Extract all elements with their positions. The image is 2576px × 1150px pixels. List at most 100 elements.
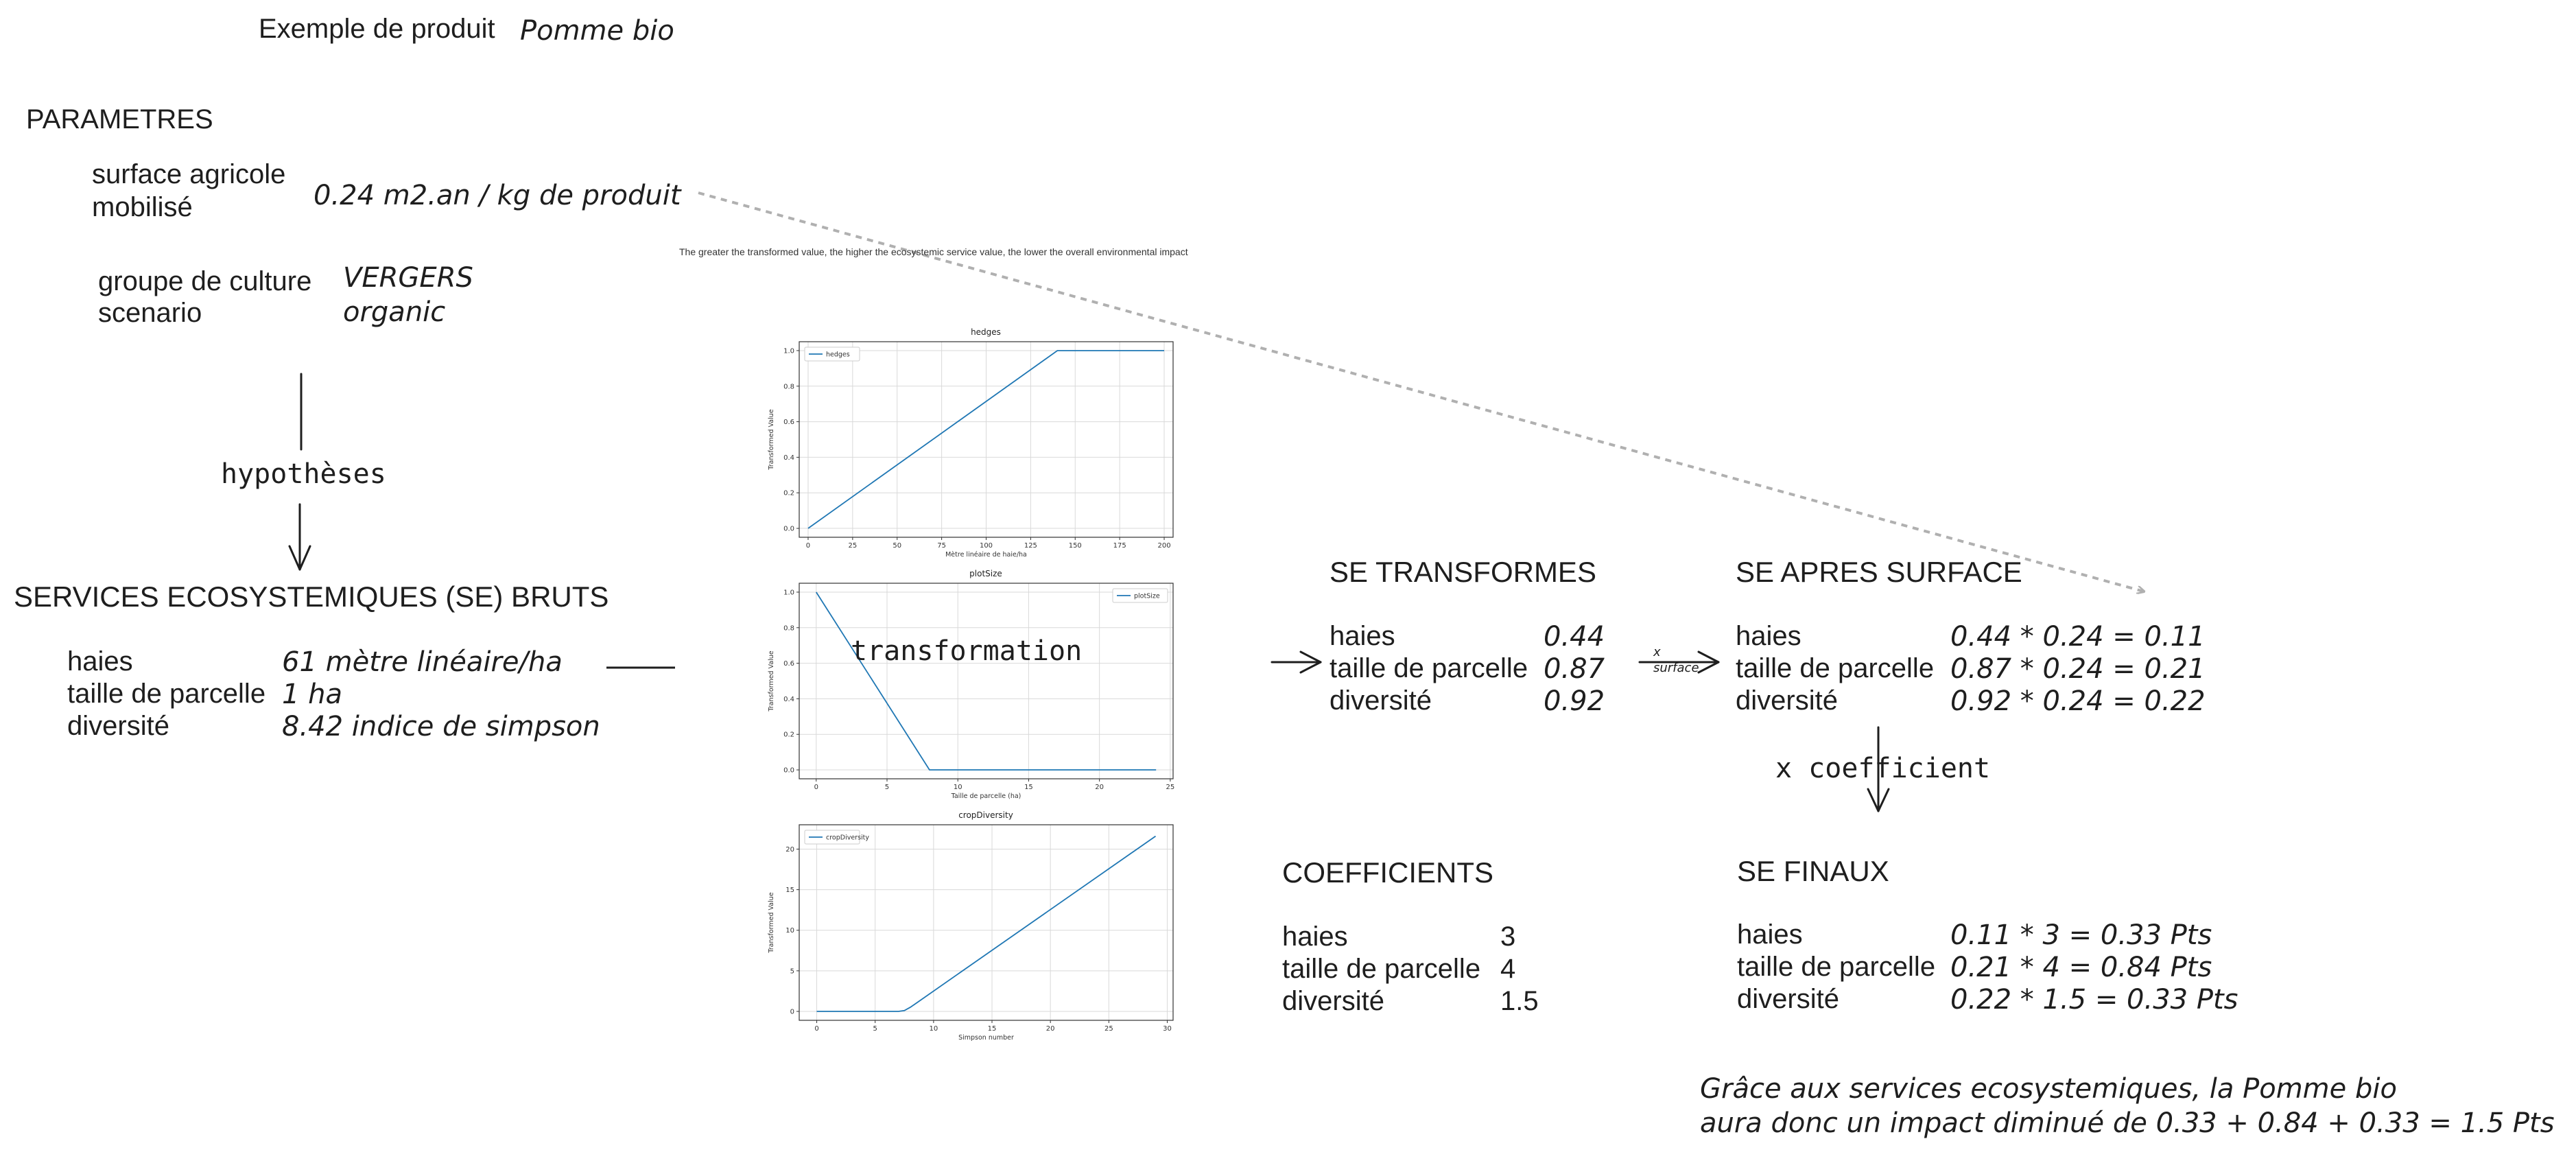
to-transformes-arrow <box>1271 650 1322 674</box>
coefficients-value: 4 <box>1500 954 1516 984</box>
se-finaux-row-haies: haies 0.11 * 3 = 0.33 Pts <box>1737 919 2238 952</box>
parametres-title: PARAMETRES <box>26 104 213 134</box>
x-tick-label: 5 <box>873 1025 877 1033</box>
se-apres-row-diversite: diversité 0.92 * 0.24 = 0.22 <box>1736 685 2206 718</box>
y-tick-label: 0.2 <box>783 490 794 497</box>
y-tick-label: 0.0 <box>783 767 794 775</box>
y-tick-label: 5 <box>790 967 794 975</box>
scenario-value: organic <box>343 296 446 328</box>
product-example-value: Pomme bio <box>520 15 674 47</box>
se-finaux-label: diversité <box>1737 984 1839 1014</box>
x-axis-label: Mètre linéaire de haie/ha <box>945 551 1027 559</box>
se-transformes-label: diversité <box>1330 685 1432 716</box>
x-tick-label: 200 <box>1157 542 1170 550</box>
x-tick-label: 20 <box>1095 784 1104 791</box>
se-apres-label: haies <box>1736 621 1801 651</box>
x-axis-label: Simpson number <box>958 1034 1014 1042</box>
groupe-culture-value: VERGERS <box>343 262 473 294</box>
y-tick-label: 20 <box>785 846 794 854</box>
surface-value: 0.24 m2.an / kg de produit <box>314 180 681 211</box>
se-bruts-label: taille de parcelle <box>67 679 266 709</box>
se-apres-row-taille: taille de parcelle 0.87 * 0.24 = 0.21 <box>1736 653 2206 685</box>
x-tick-label: 125 <box>1024 542 1037 550</box>
y-tick-label: 0 <box>790 1008 794 1016</box>
se-finaux-row-taille: taille de parcelle 0.21 * 4 = 0.84 Pts <box>1737 952 2238 984</box>
surface-dashed-arrow <box>698 191 2144 591</box>
x-surface-arrow <box>1638 650 1720 674</box>
scenario-label: scenario <box>98 298 202 328</box>
x-tick-label: 10 <box>954 784 962 791</box>
legend-box <box>804 347 860 362</box>
x-tick-label: 50 <box>893 542 901 550</box>
se-transformes-value: 0.44 <box>1544 621 1605 653</box>
se-apres-row-haies: haies 0.44 * 0.24 = 0.11 <box>1736 621 2206 653</box>
se-transformes-table: haies 0.44 taille de parcelle 0.87 diver… <box>1330 621 1605 718</box>
x-tick-label: 10 <box>929 1025 938 1033</box>
se-bruts-label: haies <box>67 646 133 677</box>
coefficients-table: haies 3 taille de parcelle 4 diversité 1… <box>1282 922 1539 1018</box>
x-tick-label: 25 <box>848 542 857 550</box>
x-tick-label: 175 <box>1113 542 1126 550</box>
coefficients-label: taille de parcelle <box>1282 954 1481 984</box>
coefficients-row-taille: taille de parcelle 4 <box>1282 954 1539 986</box>
y-tick-label: 10 <box>785 927 794 935</box>
coefficients-label: haies <box>1282 922 1348 952</box>
se-transformes-row-diversite: diversité 0.92 <box>1330 685 1605 718</box>
se-finaux-label: taille de parcelle <box>1737 952 1936 982</box>
x-tick-label: 150 <box>1069 542 1082 550</box>
se-apres-value: 0.87 * 0.24 = 0.21 <box>1950 653 2206 685</box>
y-tick-label: 15 <box>785 887 794 894</box>
coefficients-row-diversite: diversité 1.5 <box>1282 986 1539 1018</box>
se-transformes-label: taille de parcelle <box>1330 653 1528 683</box>
se-finaux-value: 0.11 * 3 = 0.33 Pts <box>1950 919 2212 951</box>
se-finaux-value: 0.22 * 1.5 = 0.33 Pts <box>1950 984 2238 1016</box>
y-axis-label: Transformed Value <box>768 409 775 470</box>
legend-label: plotSize <box>1134 593 1160 600</box>
chart-title: cropDiversity <box>958 810 1013 820</box>
se-bruts-value: 1 ha <box>282 679 343 710</box>
hypotheses-label: hypothèses <box>221 458 386 490</box>
se-apres-value: 0.92 * 0.24 = 0.22 <box>1950 685 2206 717</box>
y-tick-label: 0.2 <box>783 731 794 739</box>
se-transformes-title: SE TRANSFORMES <box>1330 556 1596 588</box>
x-tick-label: 0 <box>806 542 810 550</box>
se-apres-label: diversité <box>1736 685 1838 716</box>
x-tick-label: 15 <box>988 1025 997 1033</box>
x-coefficient-arrow <box>1867 726 1890 812</box>
y-axis-label: Transformed Value <box>768 892 775 953</box>
se-apres-surface-table: haies 0.44 * 0.24 = 0.11 taille de parce… <box>1736 621 2206 718</box>
se-finaux-label: haies <box>1737 919 1803 950</box>
y-tick-label: 1.0 <box>783 347 794 355</box>
y-tick-label: 0.4 <box>783 454 794 462</box>
product-example-label: Exemple de produit <box>259 14 495 44</box>
x-tick-label: 5 <box>885 784 889 791</box>
x-tick-label: 25 <box>1104 1025 1113 1033</box>
y-tick-label: 0.4 <box>783 696 794 703</box>
series-line-hedges <box>807 350 1164 529</box>
se-bruts-value: 61 mètre linéaire/ha <box>282 646 563 678</box>
se-finaux-row-diversite: diversité 0.22 * 1.5 = 0.33 Pts <box>1737 984 2238 1016</box>
x-tick-label: 15 <box>1024 784 1033 791</box>
x-tick-label: 75 <box>937 542 946 550</box>
y-tick-label: 1.0 <box>783 589 794 596</box>
se-apres-surface-title: SE APRES SURFACE <box>1736 556 2022 588</box>
se-transformes-label: haies <box>1330 621 1395 651</box>
y-tick-label: 0.6 <box>783 419 794 426</box>
conclusion-line1: Grâce aux services ecosystemiques, la Po… <box>1700 1073 2397 1105</box>
series-line-cropDiversity <box>816 835 1157 1012</box>
se-apres-label: taille de parcelle <box>1736 653 1935 683</box>
chart-title: plotSize <box>969 569 1002 578</box>
surface-label-line1: surface agricole <box>92 159 286 189</box>
surface-label-line2: mobilisé <box>92 192 193 222</box>
x-tick-label: 0 <box>814 1025 818 1033</box>
y-tick-label: 0.6 <box>783 660 794 668</box>
coefficients-value: 3 <box>1500 922 1516 952</box>
y-axis-label: Transformed Value <box>768 650 775 712</box>
legend-box <box>804 830 860 845</box>
se-transformes-row-haies: haies 0.44 <box>1330 621 1605 653</box>
